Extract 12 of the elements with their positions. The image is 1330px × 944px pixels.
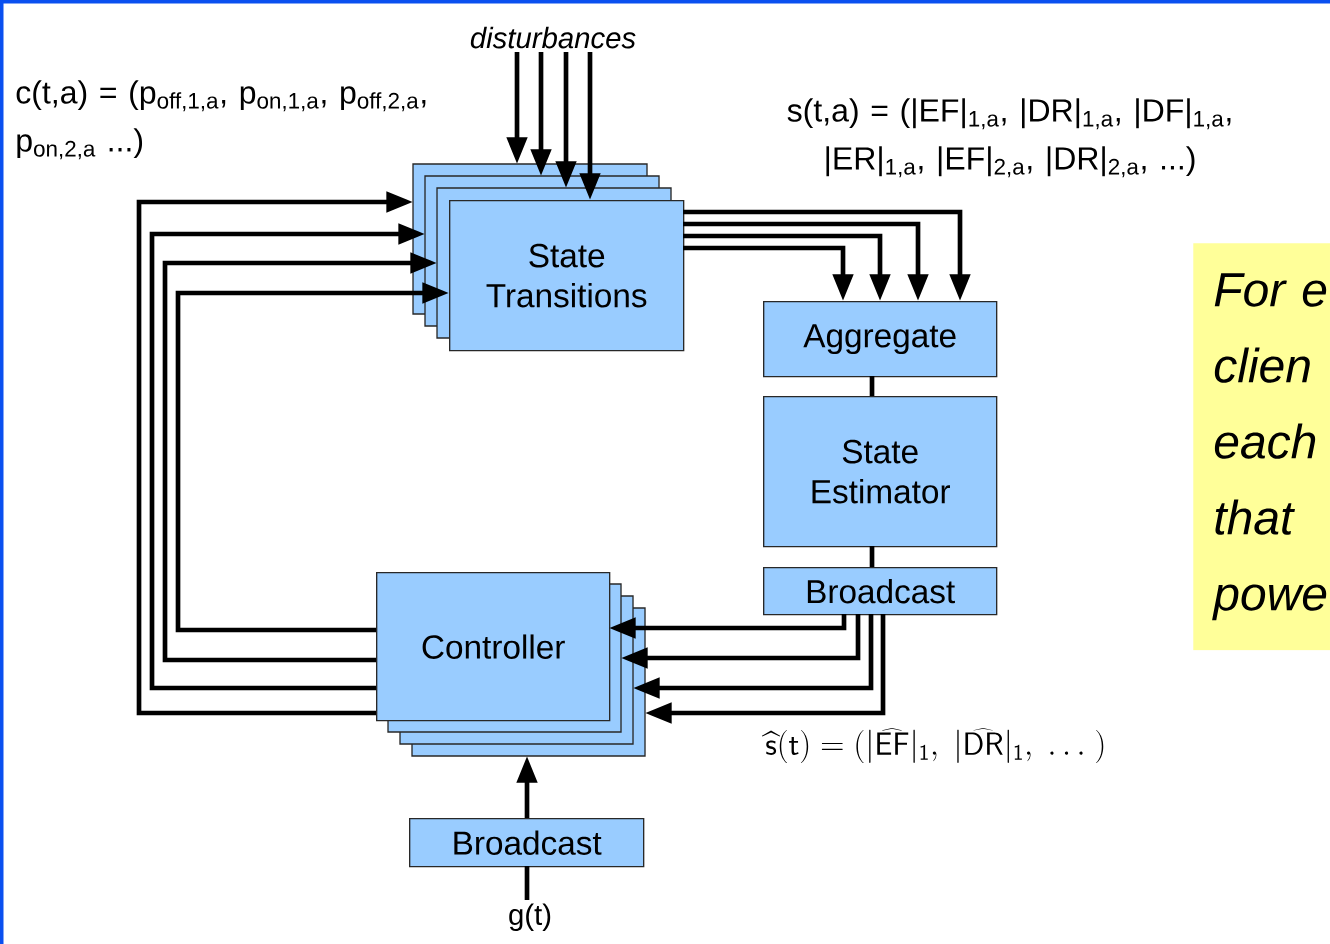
process-box: State Estimator [763,396,998,548]
note-box: For e clien each that powe [1193,243,1330,651]
stacked-box: State Transitions [412,163,685,352]
formula-label: s(t,a) = (|EF|$_{1,a}$, |DR|$_{1,a}$, |DF|$_{1,a}$, |ER|$_{1,a}$, |EF|$_{2,a}$, |DR|$_{2,a}$, ...) [787,98,1231,178]
text-label: disturbances [470,26,636,49]
formula-label: $\mathsf{\hat{s}(t) = (|\widehat{EF}|_{1},\ |\widehat{DR}|_{1},\ \ldots\ )}$ [761,727,1104,763]
formula-label: c(t,a) = (p$_{off,1,a}$, p$_{on,1,a}$, p$_{off,2,a}$, p$_{on,2,a}$ ...) [16,80,426,160]
text-label: g(t) [509,903,551,931]
process-box: Broadcast [409,818,645,868]
process-box: Aggregate [763,301,998,378]
stacked-box: Controller [376,572,646,757]
process-box: Broadcast [763,567,998,616]
